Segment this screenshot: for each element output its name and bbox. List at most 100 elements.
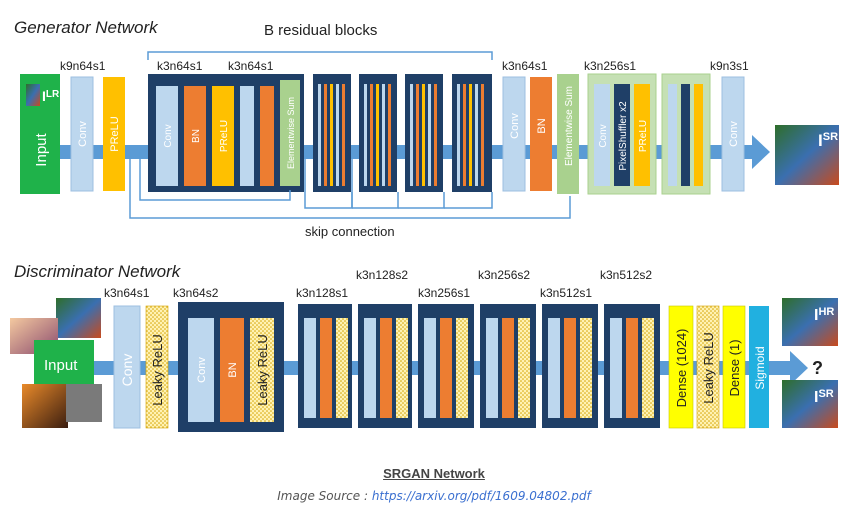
lr-image xyxy=(26,84,40,106)
disc-kernel-8: k3n512s2 xyxy=(600,268,652,282)
disc-dense-1-label: Dense (1) xyxy=(727,339,742,396)
disc-input-label: Input xyxy=(44,357,78,374)
disc-sigmoid-label: Sigmoid xyxy=(753,346,767,389)
skip-connection-label: skip connection xyxy=(305,224,395,239)
disc-input-block xyxy=(34,340,94,384)
disc-hr-sub: HR xyxy=(818,306,834,318)
gen-input-label: Input xyxy=(33,132,50,166)
rb1-bn-a xyxy=(184,86,206,186)
disc-input-butterfly-image xyxy=(22,384,68,428)
caption-title: SRGAN Network xyxy=(383,466,485,481)
rb1-conv-a-label: Conv xyxy=(163,124,174,147)
disc-block-6 xyxy=(542,304,598,428)
caption-source: Image Source : https://arxiv.org/pdf/160… xyxy=(0,489,868,503)
disc-block-1-bn xyxy=(220,318,244,422)
disc-dense-1024-label: Dense (1024) xyxy=(674,329,689,408)
up1-pixelshuffler-label: PixelShuffler x2 xyxy=(618,101,629,171)
disc-block-1-leaky xyxy=(250,318,274,422)
disc-sr-image xyxy=(782,380,838,428)
rb1-elemsum-label: Elementwise Sum xyxy=(286,97,296,169)
gen-conv-3 xyxy=(721,76,745,192)
disc-conv-1-label: Conv xyxy=(119,354,135,387)
discriminator-title: Discriminator Network xyxy=(14,262,182,281)
up1-prelu-label: PReLU xyxy=(638,120,649,152)
gen-conv-2 xyxy=(502,76,526,192)
disc-kernel-3: k3n128s1 xyxy=(296,286,348,300)
caption-source-link[interactable]: https://arxiv.org/pdf/1609.04802.pdf xyxy=(371,489,591,503)
up2-pixelshuffler xyxy=(681,84,690,186)
disc-flow-arrowhead xyxy=(790,351,808,385)
gen-prelu-1 xyxy=(103,77,125,191)
gen-kernel-3: k3n64s1 xyxy=(228,59,274,73)
gen-kernel-2: k3n64s1 xyxy=(157,59,203,73)
disc-dense-1024 xyxy=(668,305,694,429)
disc-sigmoid xyxy=(749,306,769,428)
gen-prelu-1-label: PReLU xyxy=(109,116,121,152)
gen-kernel-4: k3n64s1 xyxy=(502,59,548,73)
disc-kernel-6: k3n256s2 xyxy=(478,268,530,282)
rb1-prelu-label: PReLU xyxy=(219,120,230,152)
up2-conv xyxy=(668,84,677,186)
disc-leaky-2-label: Leaky ReLU xyxy=(701,332,716,404)
main-flow-arrowhead xyxy=(752,135,770,169)
disc-conv-1 xyxy=(113,305,141,429)
disc-kernel-4: k3n128s2 xyxy=(356,268,408,282)
rb1-bn-a-label: BN xyxy=(191,129,202,143)
residual-block-3 xyxy=(359,74,397,192)
residual-block-4 xyxy=(405,74,443,192)
rb1-bn-b xyxy=(260,86,274,186)
disc-block-4 xyxy=(418,304,474,428)
rb1-conv-a xyxy=(156,86,178,186)
disc-input-gray-image xyxy=(66,384,102,422)
gen-kernel-1: k9n64s1 xyxy=(60,59,106,73)
disc-leaky-2 xyxy=(696,305,720,429)
rb1-conv-b xyxy=(240,86,254,186)
disc-block-1-bn-label: BN xyxy=(227,362,239,377)
disc-sr-sub: SR xyxy=(818,388,833,400)
residual-block-2 xyxy=(313,74,351,192)
disc-block-3 xyxy=(358,304,412,428)
disc-dense-1 xyxy=(722,305,746,429)
residual-blocks-label: B residual blocks xyxy=(264,22,377,39)
up1-conv-label: Conv xyxy=(598,124,609,147)
disc-kernel-7: k3n512s1 xyxy=(540,286,592,300)
disc-block-5 xyxy=(480,304,536,428)
up1-prelu xyxy=(634,84,650,186)
disc-block-1-conv-label: Conv xyxy=(196,357,208,383)
disc-kernel-5: k3n256s1 xyxy=(418,286,470,300)
gen-kernel-5: k3n256s1 xyxy=(584,59,636,73)
disc-block-2 xyxy=(298,304,352,428)
disc-block-7 xyxy=(604,304,660,428)
rb1-prelu xyxy=(212,86,234,186)
disc-kernel-2: k3n64s2 xyxy=(173,286,219,300)
disc-kernel-1: k3n64s1 xyxy=(104,286,150,300)
residual-brace xyxy=(147,51,493,60)
generator-title: Generator Network xyxy=(14,18,159,37)
gen-conv-2-label: Conv xyxy=(509,113,521,139)
gen-kernel-6: k9n3s1 xyxy=(710,59,749,73)
disc-hr-image xyxy=(782,298,838,346)
caption-source-prefix: Image Source : xyxy=(277,489,372,503)
gen-conv-1-label: Conv xyxy=(77,121,89,147)
gen-elemsum-2 xyxy=(557,74,579,194)
gen-bn-2-label: BN xyxy=(536,118,548,133)
disc-question-mark: ? xyxy=(812,358,823,378)
disc-leaky-1-label: Leaky ReLU xyxy=(150,334,165,406)
lr-sub: LR xyxy=(46,89,60,100)
gen-output-image xyxy=(775,125,839,185)
disc-input-hr-image xyxy=(56,298,101,338)
gen-bn-2 xyxy=(530,77,552,191)
sr-sub: SR xyxy=(823,131,838,143)
gen-elemsum-2-label: Elementwise Sum xyxy=(564,86,575,166)
gen-conv-1 xyxy=(70,76,94,192)
residual-block-5 xyxy=(452,74,492,192)
rb1-elemsum xyxy=(280,80,300,186)
up2-prelu xyxy=(694,84,703,186)
long-skip-connection xyxy=(129,152,571,219)
disc-leaky-1 xyxy=(145,305,169,429)
disc-block-1-leaky-label: Leaky ReLU xyxy=(255,334,270,406)
up1-conv xyxy=(594,84,610,186)
disc-block-1-conv xyxy=(188,318,214,422)
gen-conv-3-label: Conv xyxy=(728,121,740,147)
